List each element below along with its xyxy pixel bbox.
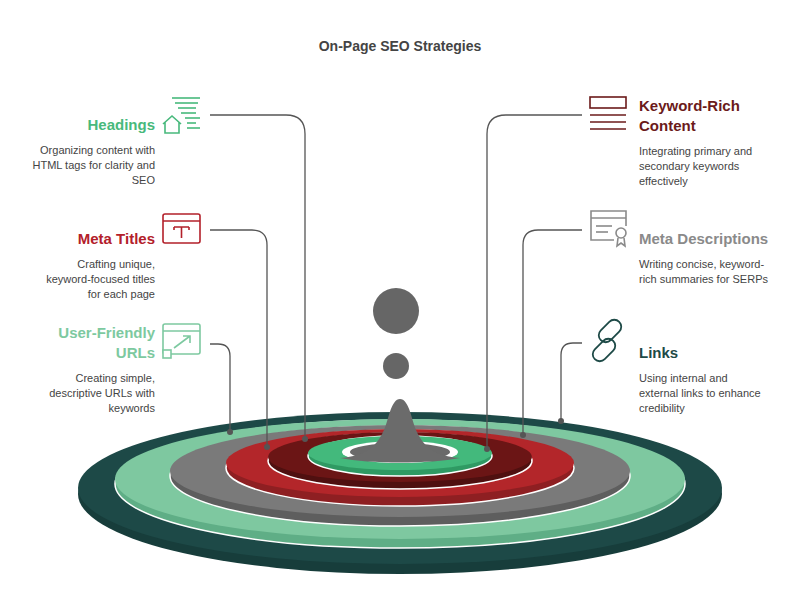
url-icon — [163, 324, 200, 358]
strategy-callout: LinksUsing internal and external links t… — [639, 343, 771, 416]
strategy-callout: Meta DescriptionsWriting concise, keywor… — [639, 229, 771, 287]
content-icon — [590, 97, 626, 129]
strategy-heading: User-Friendly URLs — [45, 323, 155, 363]
strategy-description: Writing concise, keyword-rich summaries … — [639, 257, 769, 287]
strategy-callout: Meta TitlesCrafting unique, keyword-focu… — [31, 229, 155, 302]
strategy-description: Using internal and external links to enh… — [639, 371, 769, 416]
strategy-heading: Links — [639, 343, 771, 363]
leader-dots — [227, 418, 564, 452]
meta-title-icon — [163, 214, 200, 243]
diagram-title: On-Page SEO Strategies — [0, 38, 800, 54]
droplet-small — [383, 353, 409, 379]
strategy-heading: Keyword-Rich Content — [639, 96, 764, 136]
link-icon — [590, 317, 624, 364]
strategy-callout: User-Friendly URLsCreating simple, descr… — [43, 323, 155, 416]
water-spike — [340, 399, 460, 463]
strategy-heading: Meta Descriptions — [639, 229, 771, 249]
strategy-heading: Meta Titles — [31, 229, 155, 249]
leader-lines — [210, 115, 582, 448]
strategy-description: Creating simple, descriptive URLs with k… — [45, 371, 155, 416]
strategy-description: Organizing content with HTML tags for cl… — [25, 143, 155, 188]
strategy-callout: Keyword-Rich ContentIntegrating primary … — [639, 96, 771, 189]
meta-description-icon — [591, 211, 626, 246]
droplet-large — [373, 288, 419, 334]
strategy-description: Crafting unique, keyword-focused titles … — [33, 257, 155, 302]
strategy-heading: Headings — [23, 115, 155, 135]
headings-icon — [163, 98, 200, 133]
strategy-description: Integrating primary and secondary keywor… — [639, 144, 769, 189]
strategy-callout: HeadingsOrganizing content with HTML tag… — [23, 115, 155, 188]
